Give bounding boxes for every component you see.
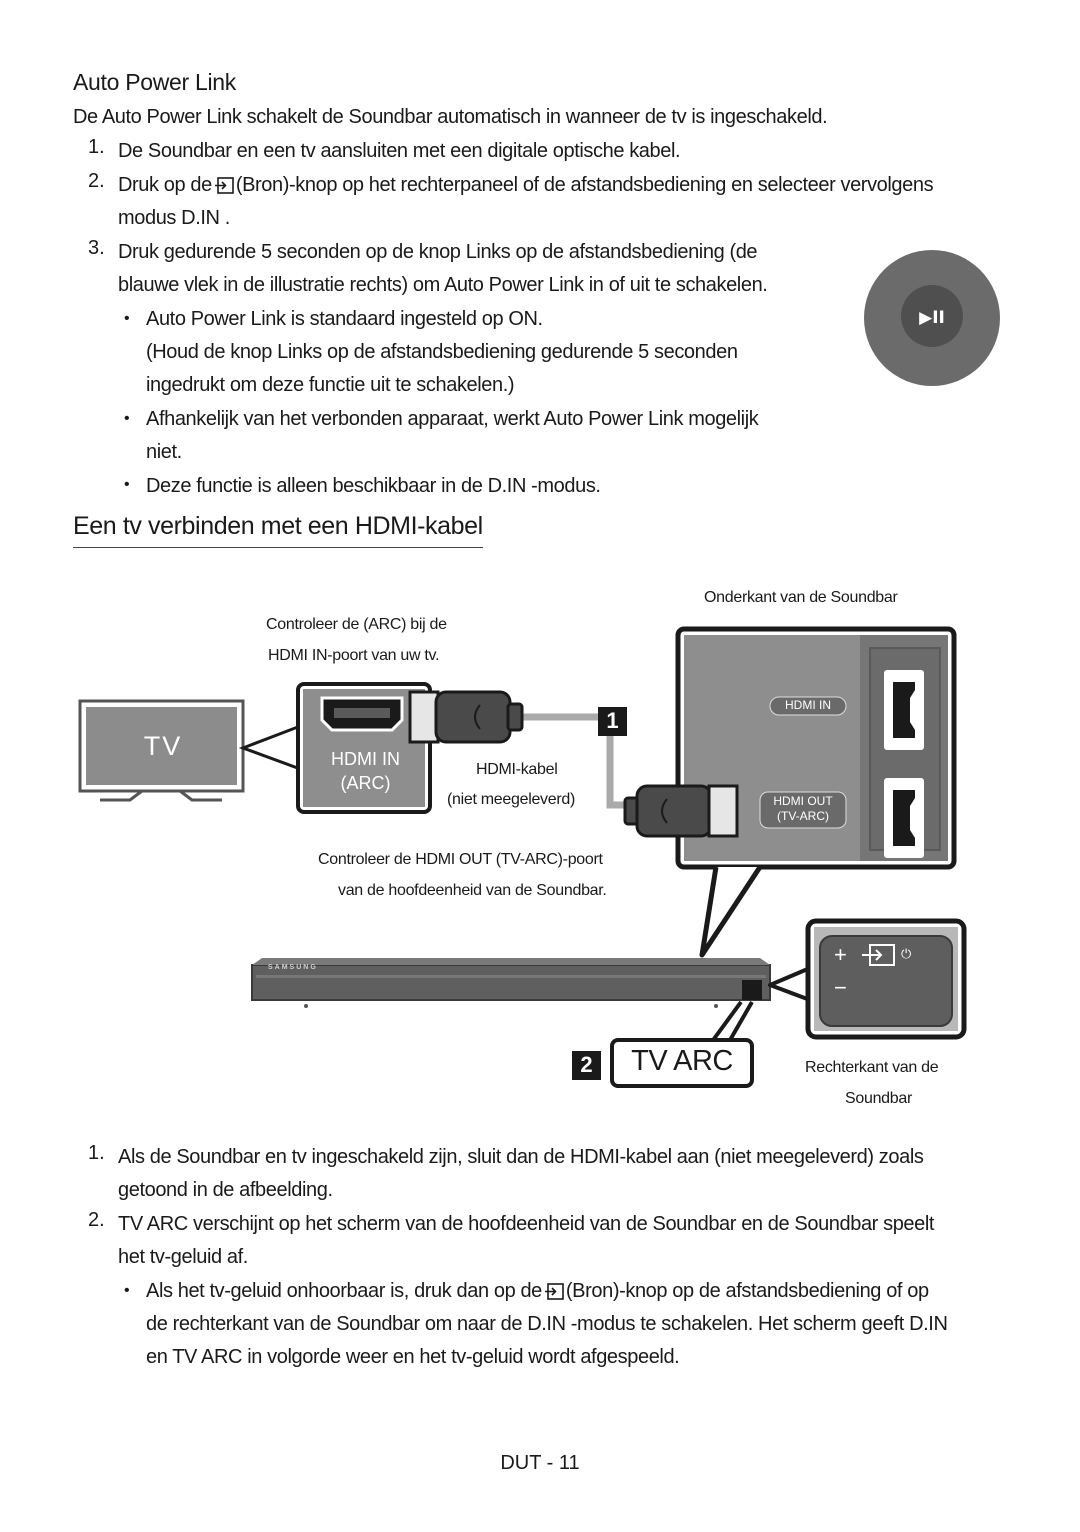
check-note: Controleer de HDMI OUT (TV-ARC)-poort	[318, 851, 603, 868]
note-text: Als het tv-geluid onhoorbaar is, druk da…	[146, 1275, 929, 1308]
section-title-auto-power-link: Auto Power Link	[73, 69, 236, 95]
note-text: niet.	[146, 441, 182, 463]
tv-arc-display-box	[610, 1038, 754, 1088]
source-icon	[214, 177, 234, 194]
soundbar-bottom-label: Onderkant van de Soundbar	[704, 589, 898, 606]
hdmi-out-port	[884, 778, 924, 858]
right-side-label: Rechterkant van de	[805, 1059, 939, 1076]
port-label-tv-arc: (TV-ARC)	[777, 809, 829, 823]
arc-note: HDMI IN-poort van uw tv.	[268, 647, 440, 664]
tv-screen-label: TV	[143, 731, 183, 761]
step-number: 1.	[88, 1142, 105, 1164]
remote-button-illustration: ▶II	[864, 250, 1000, 386]
tv-arc-display-text: TV ARC	[631, 1045, 733, 1077]
step-text-part: Druk op de	[118, 174, 212, 196]
step-number: 1.	[88, 136, 105, 158]
tv-port-label: HDMI IN	[331, 749, 400, 769]
step-text-continued: modus D.IN .	[118, 207, 230, 229]
note-text: en TV ARC in volgorde weer en het tv-gel…	[146, 1346, 680, 1368]
arc-note: Controleer de (ARC) bij de	[266, 616, 447, 633]
soundbar-body	[251, 958, 771, 1008]
cable-label: HDMI-kabel	[476, 761, 558, 778]
note-text: Auto Power Link is standaard ingesteld o…	[146, 308, 543, 330]
note-subtext: ingedrukt om deze functie uit te schakel…	[146, 374, 515, 396]
step-text: De Soundbar en een tv aansluiten met een…	[118, 140, 681, 162]
note-subtext: (Houd de knop Links op de afstandsbedien…	[146, 341, 738, 363]
step-1-marker	[598, 707, 627, 736]
tv-port-label-arc: (ARC)	[340, 773, 391, 793]
tv-hdmi-port-box	[296, 682, 432, 814]
note-text: Afhankelijk van het verbonden apparaat, …	[146, 408, 759, 430]
bullet-dot: •	[124, 310, 130, 327]
hdmi-in-port	[884, 670, 924, 750]
step-number: 2.	[88, 1209, 105, 1231]
step-text: TV ARC verschijnt op het scherm van de h…	[118, 1213, 935, 1235]
step-text: Als de Soundbar en tv ingeschakeld zijn,…	[118, 1146, 924, 1168]
step-number: 2.	[88, 170, 105, 192]
side-callout-pointer	[768, 966, 812, 1002]
check-note: van de hoofdeenheid van de Soundbar.	[338, 882, 607, 899]
step-text-continued: het tv-geluid af.	[118, 1246, 248, 1268]
hdmi-connection-diagram: TV Controleer de (ARC) bij de HDMI IN-po…	[0, 560, 1080, 1120]
intro-paragraph: De Auto Power Link schakelt de Soundbar …	[73, 106, 828, 128]
note-text: Deze functie is alleen beschikbaar in de…	[146, 475, 601, 497]
page-number: DUT - 11	[500, 1452, 580, 1474]
bullet-dot: •	[124, 410, 130, 427]
hdmi-cable	[408, 690, 739, 838]
step-number: 3.	[88, 237, 105, 259]
volume-up-icon: +	[834, 942, 847, 967]
tv-illustration	[78, 699, 305, 802]
bullet-dot: •	[124, 1282, 130, 1299]
port-label-hdmi-out: HDMI OUT	[773, 794, 833, 808]
section-title-hdmi: Een tv verbinden met een HDMI-kabel	[73, 512, 483, 548]
panel-callout-pointer	[699, 865, 763, 958]
cable-note: (niet meegeleverd)	[447, 791, 575, 808]
source-icon	[862, 944, 895, 966]
step-text-continued: getoond in de afbeelding.	[118, 1179, 333, 1201]
note-text: de rechterkant van de Soundbar om naar d…	[146, 1313, 948, 1335]
power-icon: ⏻	[901, 946, 912, 961]
step-text: Druk gedurende 5 seconden op de knop Lin…	[118, 241, 758, 263]
note-text-part: (Bron)-knop op de afstandsbediening of o…	[565, 1280, 929, 1302]
play-pause-icon: ▶II	[919, 308, 945, 328]
port-label-hdmi-in: HDMI IN	[785, 698, 831, 712]
step-text: Druk op de (Bron)-knop op het rechterpane…	[118, 169, 934, 202]
volume-down-icon: −	[834, 975, 847, 1000]
soundbar-display	[742, 980, 762, 1000]
source-icon	[544, 1283, 564, 1300]
step-text-part: (Bron)-knop op het rechterpaneel of de a…	[235, 174, 934, 196]
play-pause-button	[901, 285, 963, 347]
note-text-part: Als het tv-geluid onhoorbaar is, druk da…	[146, 1280, 542, 1302]
brand-logo: SAMSUNG	[268, 964, 318, 971]
right-side-label: Soundbar	[845, 1090, 912, 1107]
step-2-marker	[572, 1051, 601, 1080]
step-text-continued: blauwe vlek in de illustratie rechts) om…	[118, 274, 768, 296]
bullet-dot: •	[124, 476, 130, 493]
step-1-number: 1	[606, 708, 619, 733]
soundbar-right-panel	[805, 918, 967, 1040]
step-2-number: 2	[580, 1052, 593, 1077]
